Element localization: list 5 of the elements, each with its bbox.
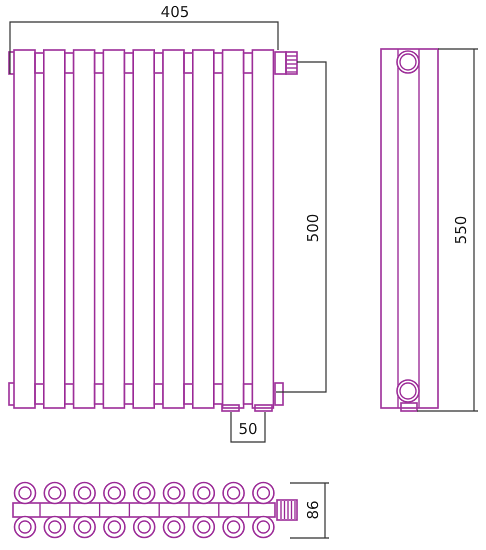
dimension-label: 500 (305, 214, 321, 242)
dimension-label: 50 (238, 421, 258, 437)
dimension-label: 405 (160, 4, 190, 20)
dimension-label: 550 (453, 216, 469, 244)
dimension-label: 86 (305, 500, 321, 520)
